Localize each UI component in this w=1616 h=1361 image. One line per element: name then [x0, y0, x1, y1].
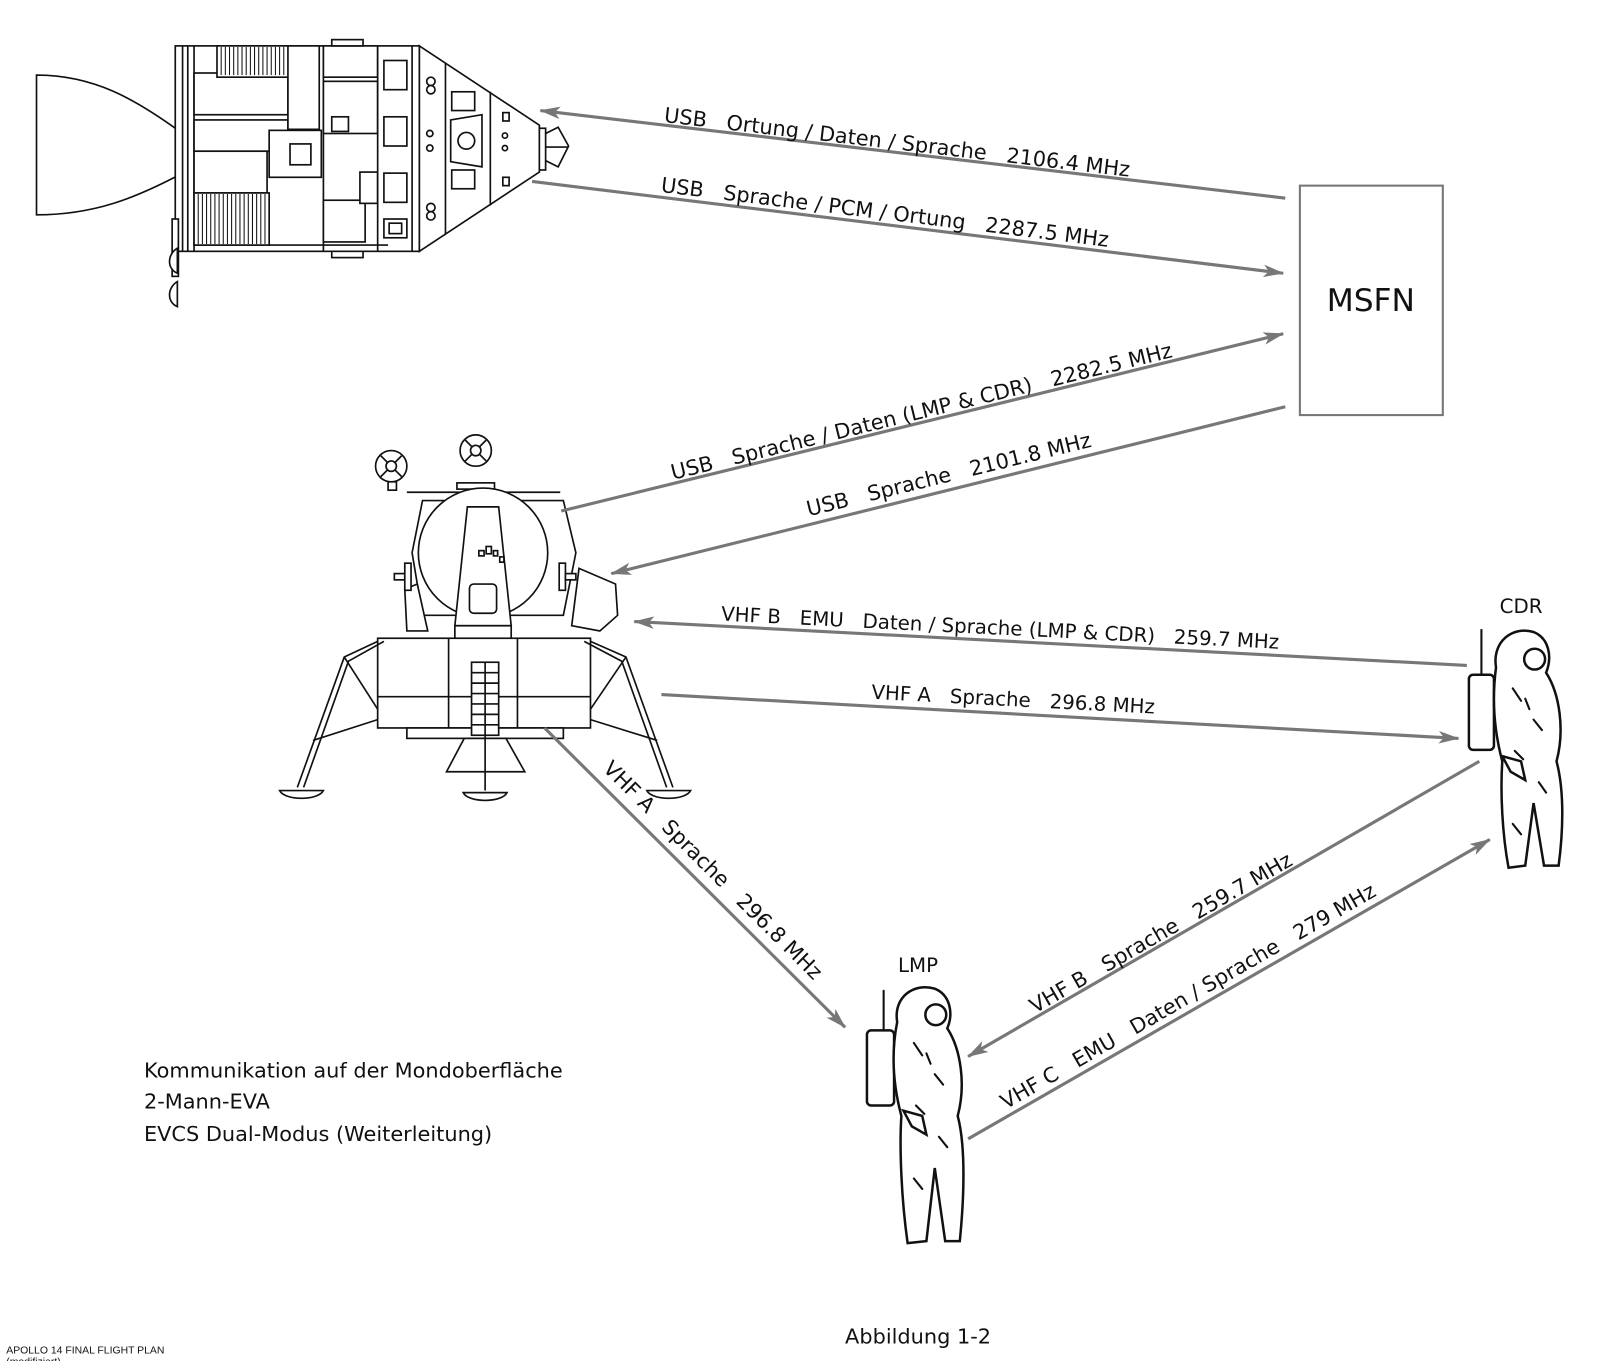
- lunar-module-icon: [278, 434, 692, 802]
- link-arrow-csm-msfn-1: [539, 106, 1286, 200]
- link-arrow-cdr-lm-2: [661, 693, 1460, 744]
- diagram-notes: Kommunikation auf der Mondoberfläche 2-M…: [144, 1058, 563, 1146]
- link-arrow-cdr-lm-1: [633, 616, 1467, 667]
- source-line-2: (modifiziert): [6, 1357, 60, 1361]
- link-label-cdr-lmp: VHF B Sprache 259.7 MHz: [1025, 848, 1296, 1018]
- note-line-2: 2-Mann-EVA: [144, 1090, 271, 1114]
- link-arrow-lm-lmp: [543, 726, 847, 1029]
- link-arrow-cdr-lmp: [967, 759, 1481, 1058]
- link-label-cdr-lm-1: VHF B EMU Daten / Sprache (LMP & CDR) 25…: [721, 603, 1280, 654]
- link-arrow-lm-msfn-2: [610, 405, 1286, 576]
- note-line-3: EVCS Dual-Modus (Weiterleitung): [144, 1122, 492, 1146]
- link-label-csm-msfn-2: USB Sprache / PCM / Ortung 2287.5 MHz: [660, 173, 1110, 252]
- figure-caption: Abbildung 1-2: [845, 1324, 991, 1348]
- source-line-1: APOLLO 14 FINAL FLIGHT PLAN: [6, 1346, 164, 1357]
- msfn-label: MSFN: [1327, 283, 1415, 319]
- link-arrow-csm-msfn-2: [531, 179, 1285, 278]
- source-credit: APOLLO 14 FINAL FLIGHT PLAN (modifiziert…: [6, 1346, 164, 1361]
- link-label-lm-msfn-1: USB Sprache / Daten (LMP & CDR) 2282.5 M…: [668, 338, 1174, 484]
- link-label-csm-msfn-1: USB Ortung / Daten / Sprache 2106.4 MHz: [663, 103, 1131, 182]
- cdr-label: CDR: [1500, 595, 1543, 618]
- lmp-astronaut-icon: LMP: [865, 954, 965, 1245]
- note-line-1: Kommunikation auf der Mondoberfläche: [144, 1058, 563, 1082]
- csm-spacecraft-icon: [35, 38, 570, 308]
- cdr-astronaut-icon: CDR: [1467, 595, 1564, 870]
- link-arrow-lm-msfn-1: [560, 332, 1285, 513]
- link-arrow-lmp-cdr: [967, 838, 1491, 1141]
- lmp-label: LMP: [898, 954, 938, 977]
- link-label-lm-lmp: VHF A Sprache 296.8 MHz: [598, 756, 827, 984]
- msfn-node: MSFN: [1298, 184, 1444, 417]
